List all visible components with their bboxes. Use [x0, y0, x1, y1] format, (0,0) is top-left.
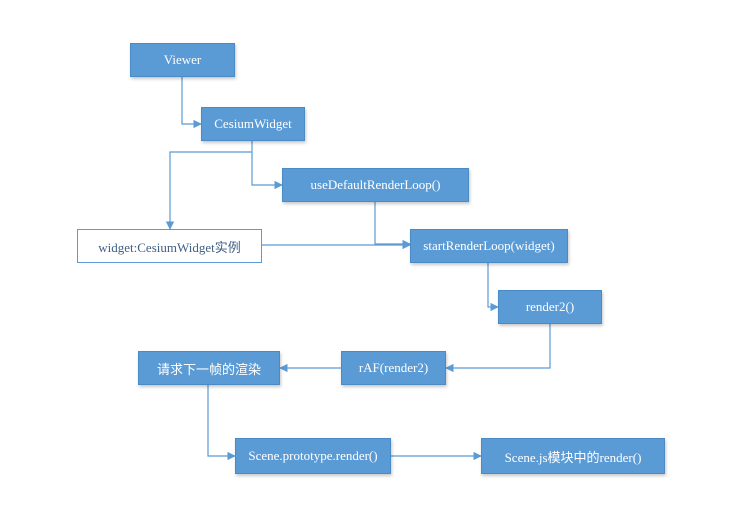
edge-loop-to-start [374, 202, 411, 249]
edge-cesiumwidget-to-loop [251, 141, 283, 190]
node-start-render-loop: startRenderLoop(widget) [410, 229, 568, 263]
node-raf-label: rAF(render2) [358, 360, 429, 375]
edge-cesiumwidget-to-instance [165, 151, 252, 230]
node-scene-js-render: Scene.js模块中的render() [481, 438, 665, 474]
node-viewer-label: Viewer [163, 52, 202, 67]
node-scene-prototype-render: Scene.prototype.render() [235, 438, 391, 474]
node-scene-prototype-render-label: Scene.prototype.render() [248, 448, 378, 463]
node-cesium-widget: CesiumWidget [201, 107, 305, 141]
node-render2-label: render2() [525, 299, 575, 314]
node-widget-instance-label: widget:CesiumWidget实例 [98, 239, 241, 255]
edge-request-to-proto [207, 385, 236, 461]
edge-render2-to-raf [445, 324, 551, 373]
node-cesium-widget-label: CesiumWidget [214, 116, 292, 131]
node-use-default-render-loop-label: useDefaultRenderLoop() [310, 177, 441, 192]
node-viewer: Viewer [130, 43, 235, 77]
edge-start-to-render2 [487, 263, 499, 312]
edge-viewer-to-cesiumwidget [181, 77, 202, 129]
node-start-render-loop-label: startRenderLoop(widget) [423, 238, 555, 253]
node-raf: rAF(render2) [341, 351, 446, 385]
node-use-default-render-loop: useDefaultRenderLoop() [282, 168, 469, 202]
node-request-next-frame: 请求下一帧的渲染 [138, 351, 280, 385]
node-scene-js-render-label: Scene.js模块中的render() [504, 449, 642, 465]
node-render2: render2() [498, 290, 602, 324]
node-widget-instance: widget:CesiumWidget实例 [77, 229, 262, 263]
node-request-next-frame-label: 请求下一帧的渲染 [156, 361, 261, 377]
